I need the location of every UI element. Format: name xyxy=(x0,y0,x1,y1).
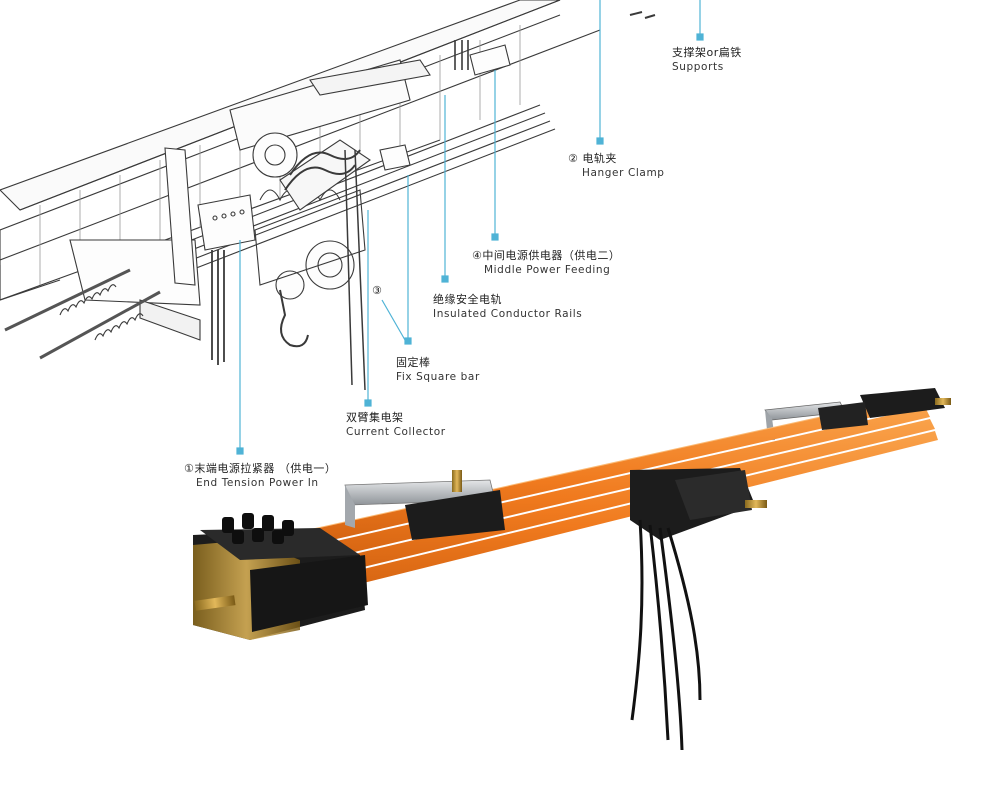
label-current-collector: 双臂集电架 Current Collector xyxy=(346,411,446,439)
right-end-block xyxy=(818,388,951,430)
fix-bar-sketch xyxy=(379,144,411,171)
label-insulated-conductor-rails-en: Insulated Conductor Rails xyxy=(433,308,583,320)
label-supports-cn: 支撑架or扁铁 xyxy=(672,46,742,59)
label-fix-square-bar-cn: 固定棒 xyxy=(396,356,431,369)
sketch-illustration xyxy=(0,0,656,391)
label-insulated-conductor-rails-cn: 绝缘安全电轨 xyxy=(433,293,502,306)
leader-end-tension xyxy=(236,240,244,455)
label-hanger-clamp-en: Hanger Clamp xyxy=(582,167,665,179)
hanger-clamp-sketch xyxy=(454,40,511,76)
label-insulated-conductor-rails: 绝缘安全电轨 Insulated Conductor Rails xyxy=(433,293,582,321)
label-hanger-clamp: ② 电轨夹 Hanger Clamp xyxy=(568,152,665,180)
label-middle-power-feeding: ④中间电源供电器（供电二） Middle Power Feeding xyxy=(472,249,620,277)
label-fix-square-bar: 固定棒 Fix Square bar xyxy=(396,356,480,384)
middle-hanger-clamp xyxy=(344,470,505,540)
orange-rails xyxy=(194,394,938,620)
label-middle-power-feeding-cn: 中间电源供电器（供电二） xyxy=(482,249,621,262)
label-hanger-clamp-num: ② xyxy=(568,152,579,165)
photo-illustration xyxy=(193,388,951,751)
leader-insulated-rails xyxy=(441,95,449,283)
label-end-tension-en: End Tension Power In xyxy=(196,477,319,489)
leader-middle-power-feeding xyxy=(491,70,499,241)
label-fix-square-bar-en: Fix Square bar xyxy=(396,371,480,383)
label-fix-square-bar-num: ③ xyxy=(372,284,382,298)
bracket-sketch xyxy=(69,147,201,341)
label-fix-square-bar-num-text: ③ xyxy=(372,284,382,297)
label-supports: 支撑架or扁铁 Supports xyxy=(672,46,742,74)
label-middle-power-feeding-en: Middle Power Feeding xyxy=(484,264,611,276)
spring-sketch xyxy=(4,268,161,360)
label-hanger-clamp-cn: 电轨夹 xyxy=(582,152,617,165)
leader-fix-square-bar xyxy=(381,175,412,345)
label-end-tension-cn: 末端电源拉紧器 （供电一） xyxy=(194,462,337,475)
label-supports-en: Supports xyxy=(672,61,724,73)
leader-lines xyxy=(236,0,704,455)
label-current-collector-cn: 双臂集电架 xyxy=(346,411,404,424)
leader-hanger-clamp xyxy=(596,0,604,145)
label-end-tension-power-in: ①末端电源拉紧器 （供电一） End Tension Power In xyxy=(184,462,336,490)
label-middle-power-feeding-num: ④ xyxy=(472,249,483,262)
leader-current-collector xyxy=(364,210,372,407)
end-tension-sketch xyxy=(197,194,256,365)
collector-arm-sketch xyxy=(279,139,371,391)
label-current-collector-en: Current Collector xyxy=(346,426,446,438)
left-end-tension-block xyxy=(193,513,368,640)
middle-power-feeding-block xyxy=(630,468,767,751)
trolley-sketch xyxy=(229,59,431,348)
label-end-tension-num: ① xyxy=(184,462,195,475)
leader-supports xyxy=(696,0,704,41)
